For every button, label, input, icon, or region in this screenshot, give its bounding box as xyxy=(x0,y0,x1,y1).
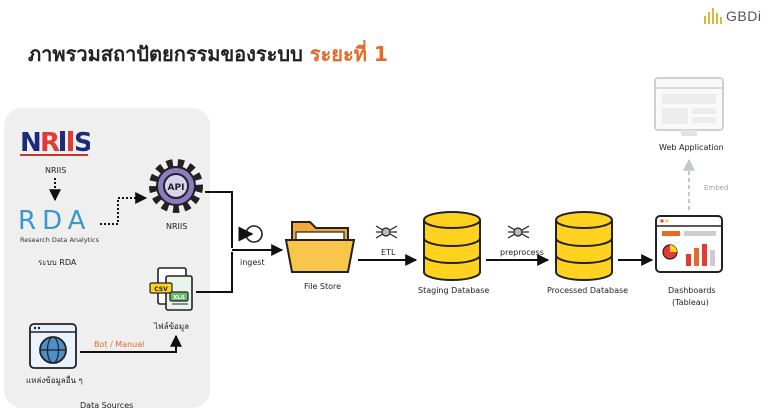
bot-manual-label: Bot / Manual xyxy=(94,340,145,349)
etl-network-icon xyxy=(375,225,398,239)
dashboards-tableau-label: (Tableau) xyxy=(672,298,709,307)
api-text: API xyxy=(168,183,185,193)
rda-to-api-arrow xyxy=(100,192,148,225)
bot-manual-arrow xyxy=(80,334,182,353)
svg-text:S: S xyxy=(74,128,90,158)
rda-logo: RDA xyxy=(18,206,92,236)
preprocess-label: preprocess xyxy=(500,248,544,257)
ingest-icon xyxy=(238,225,263,243)
ingest-label: ingest xyxy=(240,258,265,267)
api-to-ingest-line xyxy=(205,191,233,248)
api-gear-icon xyxy=(149,159,203,213)
data-files-label: ไฟล์ข้อมูล xyxy=(154,322,190,331)
gbdi-logo-mark xyxy=(704,8,722,24)
other-sources-label: แหล่งข้อมูลอื่น ๆ xyxy=(26,376,83,385)
csv-xls-files-icon xyxy=(149,267,193,311)
files-to-ingest-line xyxy=(196,252,233,293)
globe-icon xyxy=(29,323,77,369)
web-application-label: Web Application xyxy=(659,143,724,152)
data-sources-label: Data Sources xyxy=(80,401,134,410)
nriis-logo: N R S xyxy=(20,128,90,158)
folder-icon xyxy=(284,221,356,273)
nriis-label: NRIIS xyxy=(45,166,67,175)
staging-database-label: Staging Database xyxy=(418,286,490,295)
rda-label: ระบบ RDA xyxy=(38,258,77,267)
processed-database-icon xyxy=(555,211,613,281)
staging-database-icon xyxy=(423,211,481,281)
dashboard-icon xyxy=(655,215,723,273)
page-title-main: ภาพรวมสถาปัตยกรรมของระบบ xyxy=(28,42,303,66)
etl-label: ETL xyxy=(381,248,396,257)
embed-label: Embed xyxy=(704,184,729,192)
xls-text: XLS xyxy=(173,295,185,301)
dashboards-label: Dashboards xyxy=(668,286,716,295)
page-title-accent: ระยะที่ 1 xyxy=(309,42,388,66)
file-store-label: File Store xyxy=(304,282,342,291)
svg-text:R: R xyxy=(40,128,60,158)
processed-database-label: Processed Database xyxy=(547,286,629,295)
rda-subtitle: Research Data Analytics xyxy=(20,236,99,244)
web-application-icon xyxy=(654,77,724,136)
preprocess-network-icon xyxy=(507,225,530,239)
api-nriis-label: NRIIS xyxy=(166,222,188,231)
svg-text:N: N xyxy=(20,128,42,158)
csv-text: CSV xyxy=(154,286,168,293)
gbdi-logo-text: GBDi xyxy=(726,8,762,24)
gbdi-logo: GBDi xyxy=(704,8,761,24)
page-title: ภาพรวมสถาปัตยกรรมของระบบ ระยะที่ 1 xyxy=(28,38,388,70)
